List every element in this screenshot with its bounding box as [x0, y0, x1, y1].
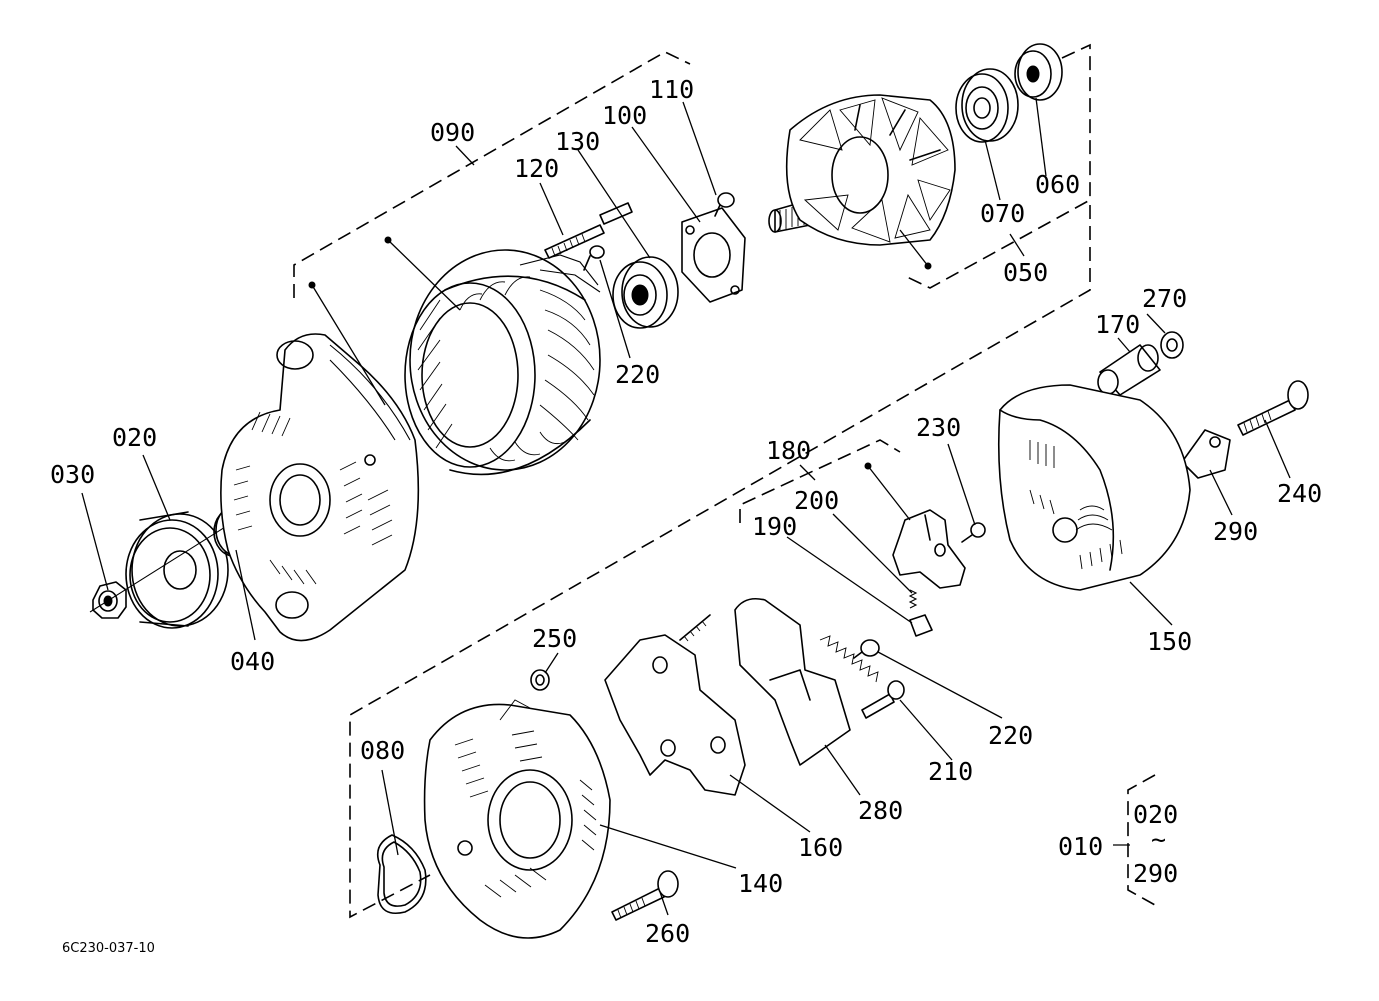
pulley-020	[125, 511, 229, 629]
label-150: 150	[1147, 627, 1192, 656]
label-080: 080	[360, 736, 405, 765]
bearing-130	[612, 256, 679, 329]
nut-250	[530, 669, 550, 691]
rear-housing-140	[423, 699, 611, 939]
label-range-tilde: ~	[1151, 825, 1166, 854]
label-120: 120	[514, 154, 559, 183]
label-200: 200	[794, 486, 839, 515]
label-020: 020	[112, 423, 157, 452]
assembly-brackets	[293, 43, 1156, 919]
label-070: 070	[980, 199, 1025, 228]
assembly-dots	[308, 236, 932, 470]
label-060: 060	[1035, 170, 1080, 199]
label-160: 160	[798, 833, 843, 862]
brush-holder	[892, 509, 966, 589]
label-250: 250	[532, 624, 577, 653]
gasket-080	[376, 834, 427, 914]
spacer-170	[1097, 344, 1161, 396]
bracket-090	[293, 51, 691, 298]
terminal-290	[1181, 429, 1231, 479]
label-090: 090	[430, 118, 475, 147]
label-290: 290	[1213, 517, 1258, 546]
screw-220-top	[583, 245, 605, 271]
regulator-280	[734, 597, 879, 766]
rear-cover-150	[997, 384, 1191, 591]
bolt-210	[861, 680, 905, 719]
label-140: 140	[738, 869, 783, 898]
label-260: 260	[645, 919, 690, 948]
spring-200	[908, 589, 918, 609]
label-270: 270	[1142, 284, 1187, 313]
screw-110	[714, 192, 735, 217]
label-030: 030	[50, 460, 95, 489]
stator	[404, 249, 601, 476]
label-230: 230	[916, 413, 961, 442]
label-180: 180	[766, 436, 811, 465]
front-housing	[220, 333, 420, 642]
label-190: 190	[752, 512, 797, 541]
label-050: 050	[1003, 258, 1048, 287]
label-220-right: 220	[988, 721, 1033, 750]
rectifier-160	[604, 614, 746, 796]
label-040: 040	[230, 647, 275, 676]
plate-100	[681, 207, 746, 303]
brush-190	[909, 614, 933, 637]
label-280: 280	[858, 796, 903, 825]
stud-120	[544, 202, 633, 259]
part-labels: 030 020 040 090 120 130 100 110 220 060 …	[50, 75, 1322, 956]
bracket-180	[739, 439, 901, 523]
bolt-260	[611, 870, 679, 921]
diagram-code: 6C230-037-10	[62, 941, 155, 956]
label-110: 110	[649, 75, 694, 104]
screw-230	[961, 522, 986, 543]
label-range-to: 290	[1133, 859, 1178, 888]
bearing-070	[955, 68, 1019, 143]
label-210: 210	[928, 757, 973, 786]
bolt-240	[1237, 380, 1309, 436]
label-170: 170	[1095, 310, 1140, 339]
rotor	[768, 94, 956, 246]
label-130: 130	[555, 127, 600, 156]
washer-060	[1014, 43, 1063, 101]
label-100: 100	[602, 101, 647, 130]
label-range-from: 020	[1133, 800, 1178, 829]
label-220-top: 220	[615, 360, 660, 389]
label-010: 010	[1058, 832, 1103, 861]
nut-270	[1160, 331, 1184, 359]
leader-lines	[81, 97, 1291, 916]
screw-220-right	[853, 639, 880, 659]
label-240: 240	[1277, 479, 1322, 508]
